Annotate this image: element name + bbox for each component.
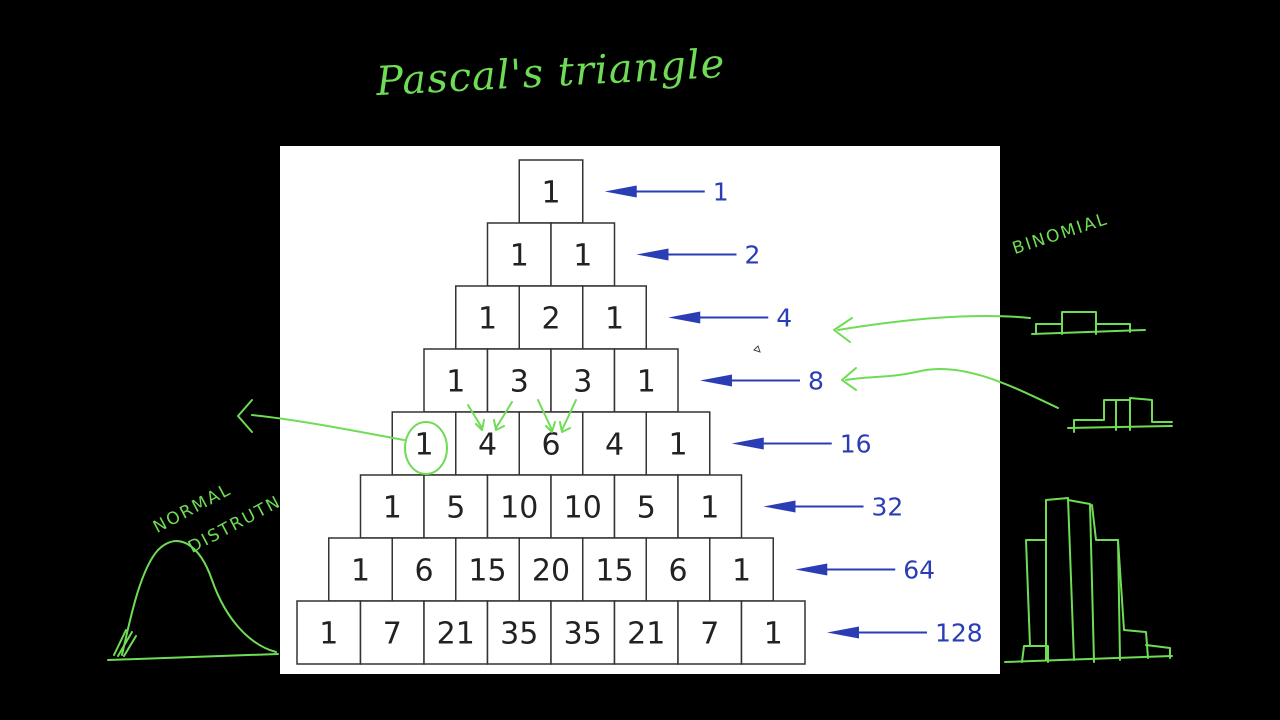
triangle-cell — [518, 159, 584, 224]
triangle-cell — [455, 411, 520, 476]
sum-arrow-head — [763, 500, 796, 513]
large-histogram — [1004, 497, 1173, 663]
triangle-cell-value: 3 — [510, 365, 529, 400]
triangle-cell-value: 21 — [627, 617, 665, 652]
normal-pointer-arrowhead — [237, 399, 253, 433]
triangle-cell — [486, 222, 552, 287]
row-sum-label: 32 — [872, 493, 904, 522]
triangle-cell-value: 21 — [437, 617, 475, 652]
row-sum-label: 4 — [776, 304, 792, 333]
triangle-cell-value: 7 — [700, 617, 719, 652]
pen-cursor — [753, 345, 761, 353]
row-sum-label: 1 — [713, 178, 729, 207]
triangle-cell — [391, 537, 457, 602]
triangle-cell-value: 1 — [637, 365, 656, 400]
row-sum-label: 16 — [840, 430, 872, 459]
triangle-cell-value: 3 — [573, 365, 592, 400]
row-sum-label: 64 — [903, 556, 935, 585]
triangle-cell-value: 1 — [573, 239, 592, 274]
triangle-cell-value: 1 — [732, 554, 751, 589]
triangle-cell — [677, 600, 743, 665]
triangle-cell-value: 6 — [541, 428, 560, 463]
binomial-histogram-medium — [1067, 397, 1173, 433]
triangle-cell-value: 1 — [764, 617, 783, 652]
triangle-cell-value: 4 — [605, 428, 624, 463]
triangle-cell-value: 1 — [668, 428, 687, 463]
triangle-cell-value: 35 — [564, 617, 602, 652]
triangle-cell — [677, 474, 743, 539]
triangle-cell-value: 1 — [383, 491, 402, 526]
addition-arrow — [467, 404, 485, 431]
triangle-cell — [550, 600, 616, 665]
sum-arrow-head — [731, 437, 764, 450]
sum-arrow-head — [700, 374, 732, 387]
triangle-cell-value: 5 — [446, 491, 465, 526]
triangle-cell — [613, 348, 679, 413]
triangle-cell — [550, 474, 616, 539]
triangle-cell-value: 1 — [510, 239, 529, 274]
sum-arrow-head — [795, 563, 828, 576]
triangle-cell-value: 20 — [532, 554, 570, 589]
normal-curve — [107, 540, 279, 661]
row-sum-label: 128 — [935, 619, 983, 648]
binomial-pointer-line — [845, 367, 1059, 409]
triangle-cell — [518, 537, 584, 602]
sum-arrow-head — [636, 248, 669, 261]
highlight-circle — [404, 421, 448, 475]
sum-arrow-head — [604, 185, 637, 198]
triangle-cell — [518, 411, 584, 476]
binomial-pointer-arrowhead — [833, 317, 853, 343]
triangle-cell — [486, 348, 552, 413]
triangle-cell-value: 6 — [668, 554, 687, 589]
triangle-cell-value: 1 — [319, 617, 338, 652]
triangle-cell — [550, 222, 616, 287]
triangle-cell — [582, 537, 647, 602]
triangle-cell-value: 4 — [478, 428, 497, 463]
triangle-cell — [486, 474, 552, 539]
triangle-cell — [423, 474, 489, 539]
triangle-cell-value: 35 — [500, 617, 538, 652]
triangle-cell-value: 1 — [605, 302, 624, 337]
triangle-cell-value: 2 — [541, 302, 560, 337]
triangle-cell-value: 1 — [700, 491, 719, 526]
triangle-cell — [296, 600, 362, 665]
triangle-cell-value: 15 — [468, 554, 506, 589]
triangle-cell-value: 10 — [500, 491, 538, 526]
triangle-cell-value: 1 — [446, 365, 465, 400]
binomial-pointer-line — [837, 314, 1031, 331]
triangle-cell — [359, 600, 425, 665]
triangle-cell-value: 1 — [541, 176, 560, 211]
binomial-histogram-small — [1031, 311, 1146, 335]
triangle-cell-value: 6 — [414, 554, 433, 589]
triangle-cell — [709, 537, 774, 602]
row-sum-label: 2 — [745, 241, 761, 270]
sum-arrow-head — [827, 626, 859, 639]
triangle-cell — [645, 411, 711, 476]
addition-arrow — [537, 399, 556, 433]
triangle-cell — [582, 411, 647, 476]
triangle-cell-value: 10 — [564, 491, 602, 526]
triangle-cell-value: 7 — [383, 617, 402, 652]
triangle-cell-value: 5 — [637, 491, 656, 526]
row-sum-label: 8 — [808, 367, 824, 396]
triangle-cell-value: 1 — [414, 428, 433, 463]
triangle-cell-value: 15 — [595, 554, 633, 589]
triangle-cell — [740, 600, 806, 665]
triangle-cell — [550, 348, 616, 413]
triangle-cell-value: 1 — [478, 302, 497, 337]
addition-arrow — [493, 401, 513, 431]
binomial-pointer-arrowhead — [841, 367, 857, 391]
addition-arrow — [559, 399, 577, 433]
triangle-cell — [455, 537, 520, 602]
triangle-cell — [359, 474, 425, 539]
triangle-cell — [423, 600, 489, 665]
triangle-cell — [328, 537, 393, 602]
sum-arrow-head — [668, 311, 701, 324]
triangle-cell-value: 1 — [351, 554, 370, 589]
normal-pointer-line — [251, 414, 405, 441]
